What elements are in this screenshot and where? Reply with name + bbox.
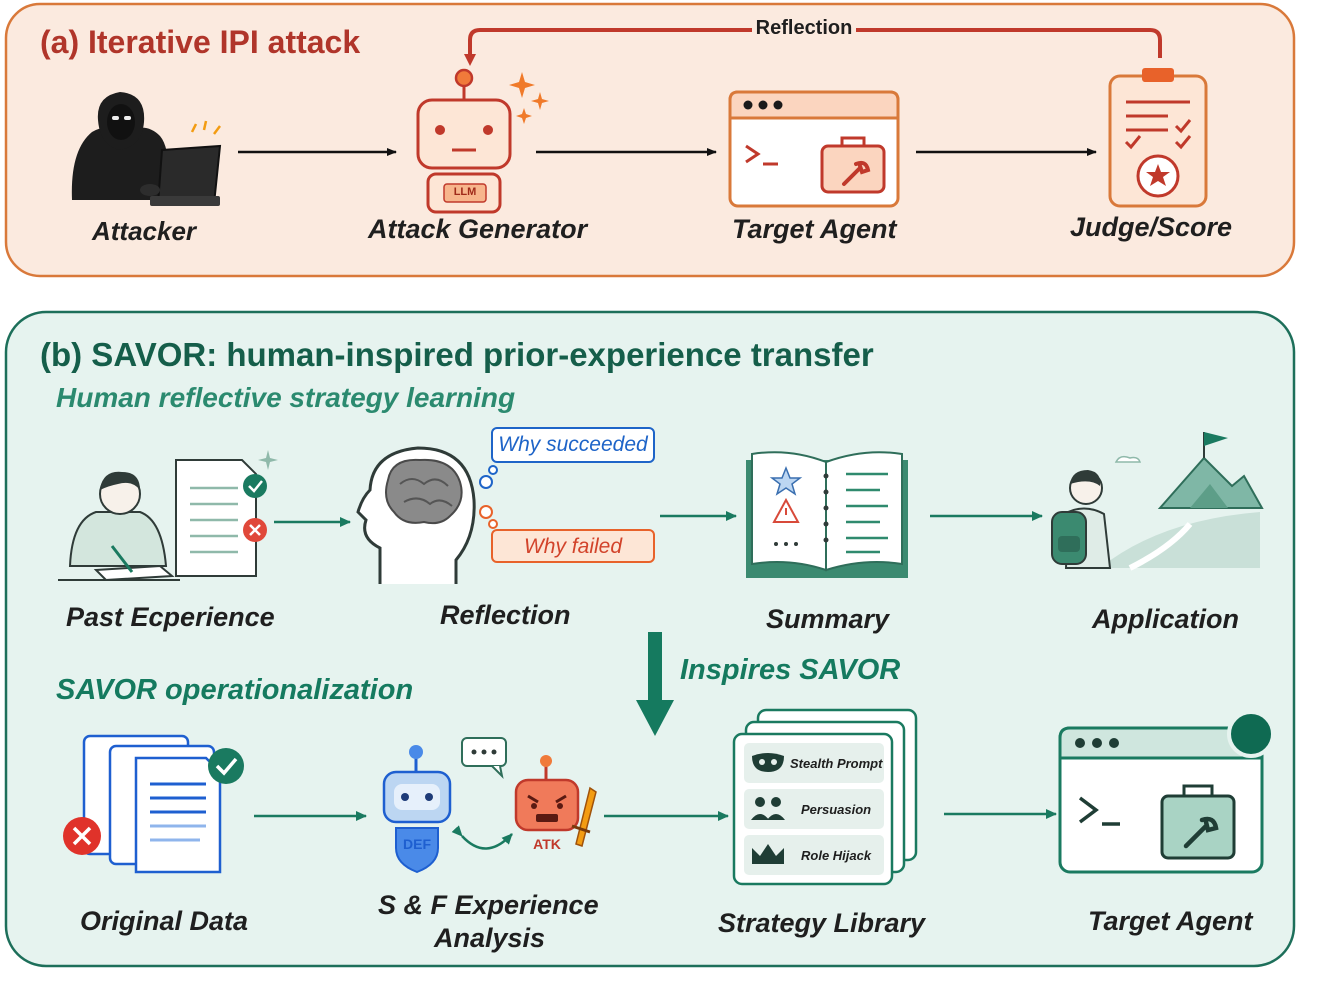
- label-judge: Judge/Score: [1070, 212, 1233, 242]
- judge-clipboard-icon: [1108, 68, 1208, 208]
- summary-book-icon: [746, 451, 908, 578]
- label-past-experience: Past Ecperience: [66, 602, 275, 632]
- original-data-documents-icon: [63, 734, 244, 874]
- exchange-arrow: [451, 825, 513, 850]
- label-strategy-library: Strategy Library: [718, 908, 926, 938]
- panel-a-title: (a) Iterative IPI attack: [40, 24, 361, 60]
- bubble-succeeded-text: Why succeeded: [498, 433, 648, 456]
- label-attack-generator: Attack Generator: [368, 214, 588, 244]
- label-analysis-line1: S & F Experience: [378, 890, 599, 920]
- label-target-agent-b: Target Agent: [1088, 906, 1253, 936]
- hiker-mountain-icon: [1051, 432, 1264, 571]
- label-reflection: Reflection: [440, 600, 571, 630]
- target-agent-window-icon-b: [1058, 710, 1275, 874]
- label-summary: Summary: [766, 604, 890, 634]
- strategy-stealth-prompt: Stealth Prompt: [790, 756, 883, 771]
- panel-a-box: [4, 2, 1296, 278]
- label-analysis-line2: Analysis: [434, 923, 546, 953]
- mask-icon: [752, 753, 784, 772]
- target-agent-window-icon-a: [728, 90, 900, 208]
- label-application: Application: [1092, 604, 1239, 634]
- chat-bubble-icon: [461, 737, 507, 780]
- person-writing-icon: [58, 471, 180, 582]
- crown-icon: [752, 844, 784, 864]
- bubble-succeeded: [491, 427, 655, 463]
- label-attacker: Attacker: [92, 216, 197, 246]
- savor-subtitle: SAVOR operationalization: [56, 674, 414, 706]
- strategy-library-icon: [732, 708, 918, 886]
- atk-tag: ATK: [533, 836, 561, 852]
- attacker-icon: [71, 92, 222, 206]
- defender-robot-icon: [382, 745, 452, 874]
- attack-generator-robot-icon: [416, 68, 549, 214]
- panel-b-title: (b) SAVOR: human-inspired prior-experien…: [40, 336, 874, 373]
- past-document-icon: [175, 450, 278, 577]
- reflection-label-bg: [752, 17, 856, 41]
- def-tag: DEF: [403, 836, 431, 852]
- label-original-data: Original Data: [80, 906, 249, 936]
- attacker-robot-icon: [514, 755, 597, 847]
- bubble-failed: [491, 529, 655, 563]
- human-subtitle: Human reflective strategy learning: [56, 382, 516, 413]
- reflecting-head-icon: [356, 446, 498, 584]
- inspires-label: Inspires SAVOR: [680, 654, 901, 686]
- strategy-persuasion: Persuasion: [801, 802, 872, 817]
- strategy-role-hijack: Role Hijack: [801, 848, 872, 863]
- people-icon: [755, 797, 765, 807]
- llm-badge: LLM: [453, 186, 477, 198]
- inspires-arrow: [636, 632, 674, 736]
- reflection-label: Reflection: [755, 17, 853, 39]
- bubble-failed-text: Why failed: [523, 535, 623, 558]
- label-target-agent-a: Target Agent: [732, 214, 897, 244]
